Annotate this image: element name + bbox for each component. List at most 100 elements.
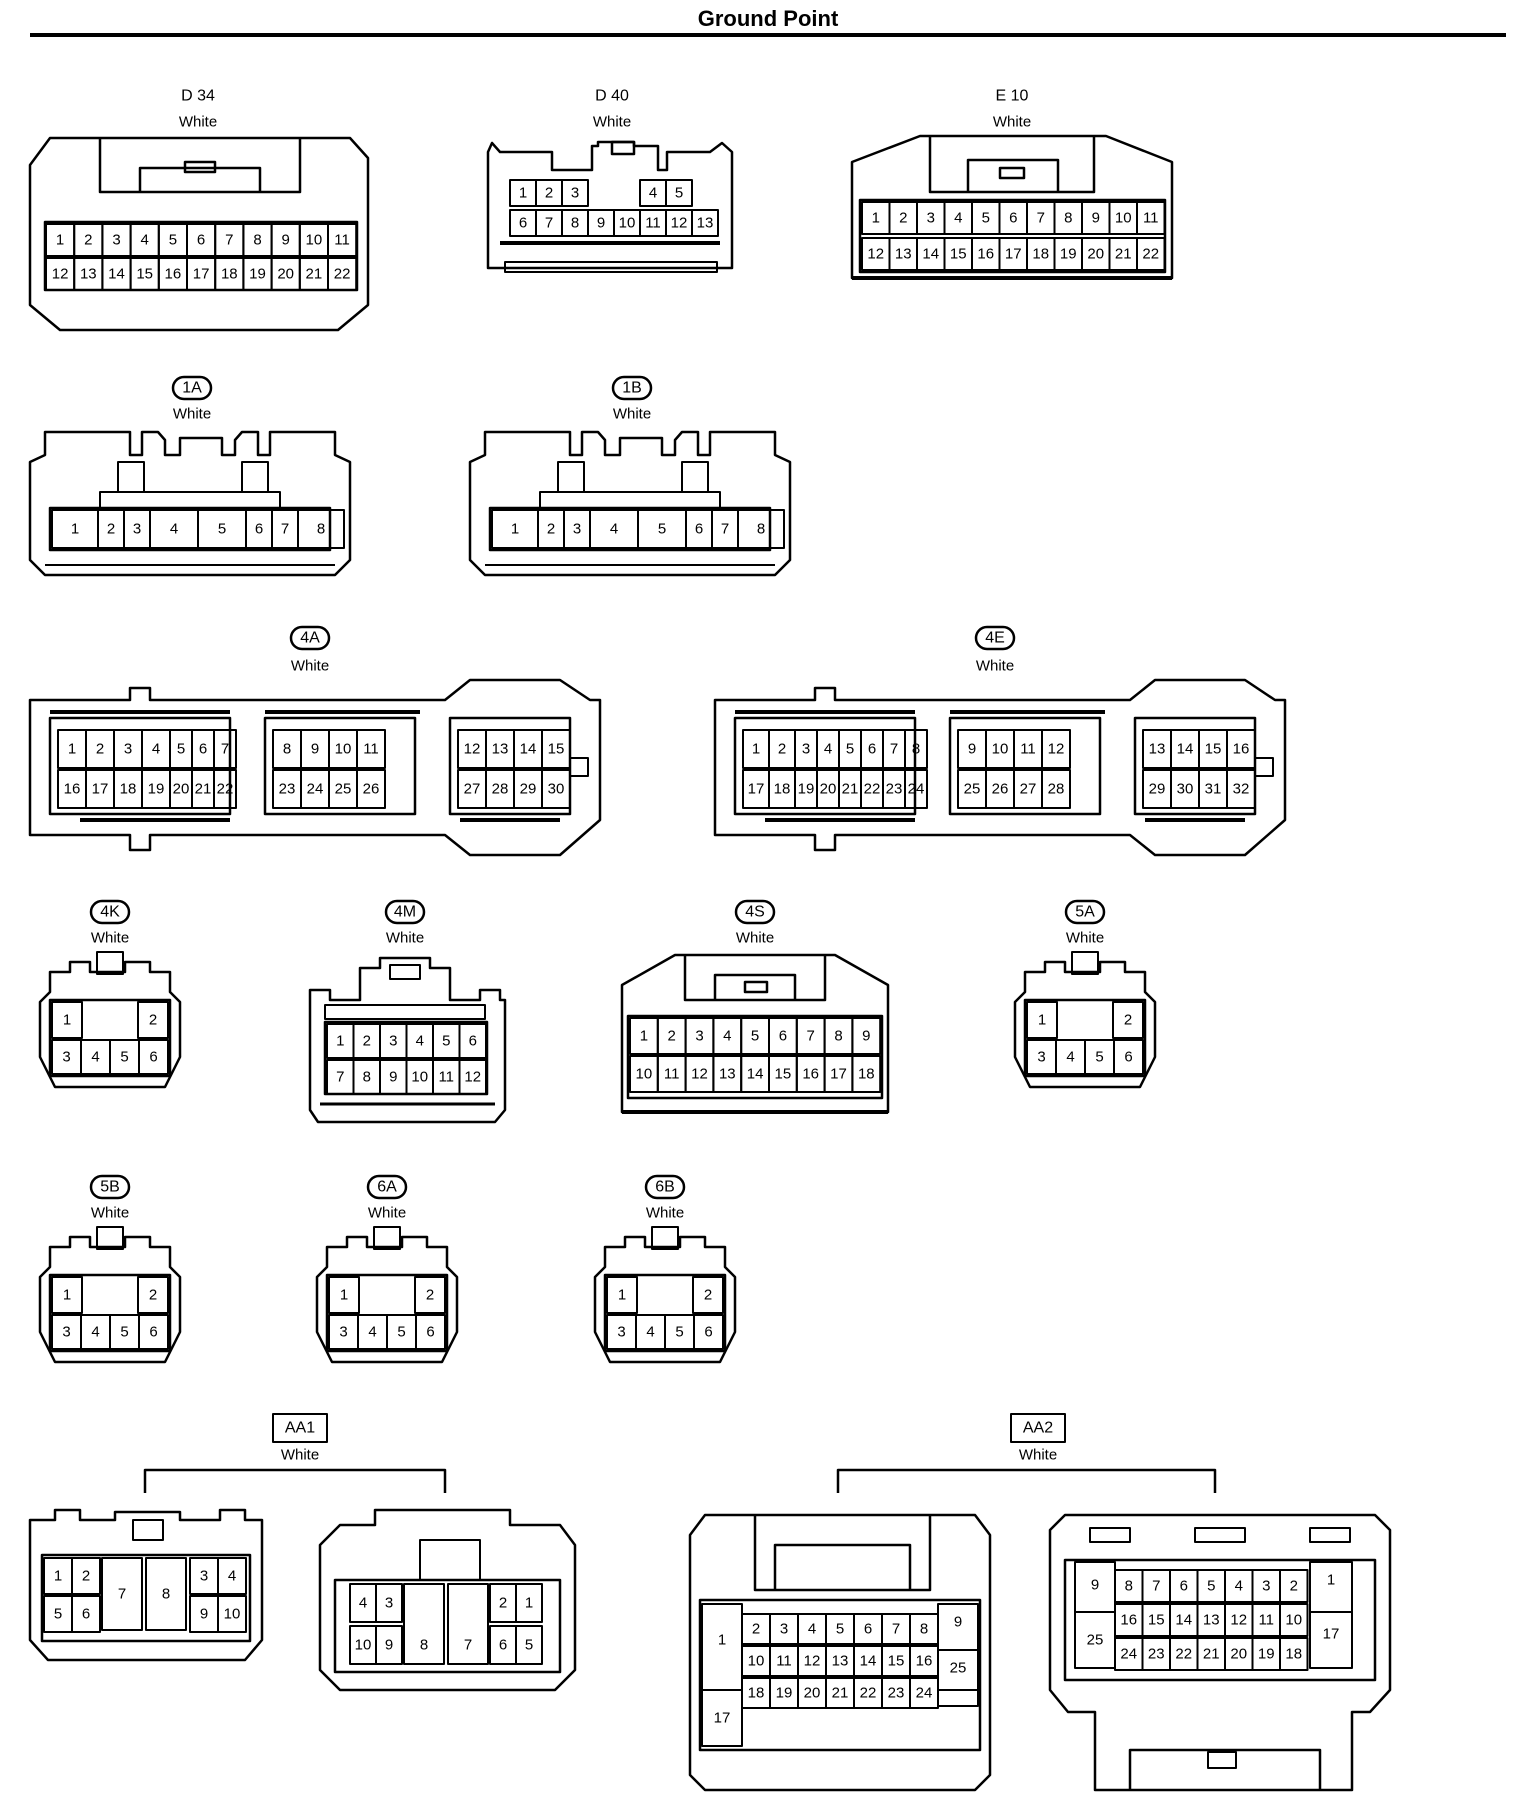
pin-number: 7 [807,1028,815,1045]
pin-number: 6 [255,521,263,538]
pin-number: 18 [221,266,238,283]
pin-number: 11 [776,1653,792,1670]
pin-number: 9 [1091,1577,1099,1594]
pin-cell [937,1649,979,1707]
connector-latch [928,136,1096,194]
connector-code-4k: 4K [100,904,120,921]
pin-number: 26 [363,781,380,798]
pin-number: 16 [64,781,81,798]
pin-number: 9 [385,1637,393,1654]
pin-number: 22 [860,1685,877,1702]
pin-number: 4 [152,741,160,758]
connector-latch [651,1226,679,1250]
connector-code-badge [734,899,776,925]
pin-number: 4 [954,210,962,227]
pin-number: 16 [1120,1612,1137,1629]
pin-number: 8 [253,232,261,249]
pin-number: 19 [1060,246,1077,263]
connector-latch [183,160,217,174]
connector-color-aa2: White [1019,1447,1057,1464]
pin-number: 10 [1115,210,1132,227]
connector-code-d34: D 34 [181,88,215,105]
connector-code-4s: 4S [745,904,765,921]
pin-cell [217,1557,247,1595]
connector-latch [610,140,636,156]
pin-number: 18 [858,1066,875,1083]
pin-block [333,1578,562,1674]
pin-number: 20 [1230,1646,1247,1663]
pin-number: 5 [658,521,666,538]
pin-number: 6 [868,741,876,758]
pin-cell [356,729,386,769]
connector-housing [713,678,1287,857]
pin-number: 4 [610,521,618,538]
connector-code-badge [289,625,331,651]
pin-number: 17 [92,781,109,798]
connector-latch [117,461,145,493]
pin-number: 3 [385,1595,393,1612]
connector-color-4e: White [976,658,1014,675]
pin-block [1063,1558,1377,1682]
pin-number: 9 [311,741,319,758]
pin-number: 3 [133,521,141,538]
pin-number: 5 [397,1324,405,1341]
pin-number: 21 [1203,1646,1220,1663]
pin-number: 10 [411,1069,428,1086]
pin-number: 1 [752,741,760,758]
connector-code-badge [366,1174,408,1200]
connector-latch [539,491,721,509]
pin-number: 17 [1323,1626,1340,1643]
pin-cell [356,769,386,809]
pin-number: 3 [124,741,132,758]
pin-number: 10 [636,1066,653,1083]
connector-section [1133,716,1257,816]
pin-number: 2 [363,1033,371,1050]
connector-housing [38,960,182,1089]
connector-latch [998,166,1026,180]
connector-section [948,716,1102,816]
pin-cell [297,509,345,549]
connector-housing [688,1513,992,1792]
pin-number: 6 [519,215,527,232]
pin-number: 2 [547,521,555,538]
connector-code-badge [974,625,1016,651]
pin-number: 25 [964,781,981,798]
pin-number: 9 [597,215,605,232]
pin-number: 19 [249,266,266,283]
pin-block [488,506,772,552]
pin-number: 4 [416,1033,424,1050]
connector-housing [308,956,507,1124]
connector-latch [1309,1527,1351,1543]
connector-code-4a: 4A [300,630,320,647]
pin-number: 24 [908,781,925,798]
pin-block [626,1014,884,1100]
pin-number: 4 [91,1049,99,1066]
pin-number: 28 [1048,781,1065,798]
pin-number: 7 [464,1637,472,1654]
pin-cell [213,729,237,769]
connector-housing [28,136,370,332]
pin-number: 9 [1092,210,1100,227]
pin-cell [1113,1039,1144,1075]
pin-number: 9 [200,1606,208,1623]
connector-section [263,716,417,816]
pin-number: 21 [1115,246,1132,263]
connector-latch [753,1515,932,1592]
pin-number: 10 [619,215,636,232]
connector-color-5b: White [91,1205,129,1222]
pin-number: 1 [71,521,79,538]
pin-number: 11 [334,232,350,249]
pin-number: 2 [149,1012,157,1029]
pin-number: 9 [282,232,290,249]
pin-number: 16 [802,1066,819,1083]
pin-number: 7 [281,521,289,538]
pin-number: 19 [798,781,815,798]
pin-number: 15 [775,1066,792,1083]
